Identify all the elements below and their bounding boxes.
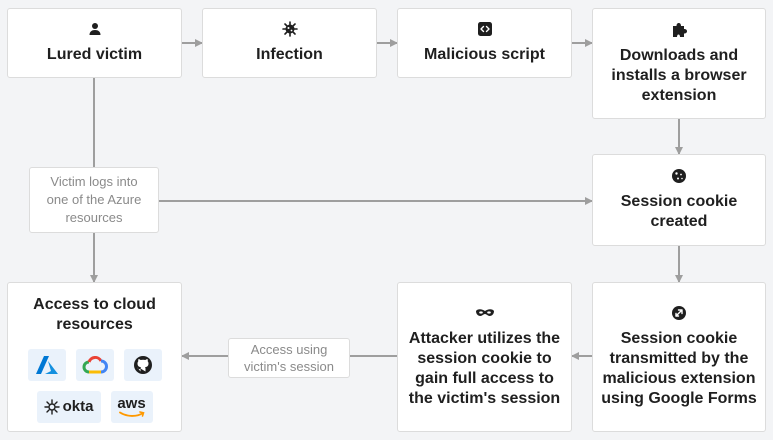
user-icon: [89, 23, 100, 35]
node-lured-victim-label: Lured victim: [46, 46, 143, 63]
azure-logo: [27, 349, 66, 381]
google-cloud-icon: [82, 356, 108, 374]
code-icon: [477, 22, 492, 36]
node-access-cloud: Access to cloud resources: [7, 282, 182, 432]
node-session-cookie-created: Session cookie created: [592, 154, 766, 246]
node-downloads-extension-label: Downloads and installs a browser extensi…: [611, 46, 747, 104]
node-cookie-transmitted-label: Session cookie transmitted by the malici…: [601, 330, 757, 407]
node-attacker-utilizes: Attacker utilizes the session cookie to …: [397, 282, 572, 432]
label-victim-logs: Victim logs into one of the Azure resour…: [29, 167, 159, 233]
okta-icon: [43, 399, 60, 415]
node-access-cloud-label: Access to cloud resources: [33, 296, 156, 333]
cookie-icon: [672, 169, 686, 183]
puzzle-icon: [673, 22, 687, 37]
node-malicious-script-label: Malicious script: [424, 46, 545, 63]
aws-smile-icon: [118, 410, 145, 417]
azure-icon: [35, 356, 58, 374]
okta-logo: okta: [36, 391, 101, 423]
node-attacker-utilizes-label: Attacker utilizes the session cookie to …: [408, 330, 561, 407]
virus-icon: [281, 21, 298, 37]
node-cookie-transmitted: Session cookie transmitted by the malici…: [592, 282, 766, 432]
okta-wordmark: okta: [62, 398, 94, 415]
mask-icon: [475, 309, 494, 316]
node-infection-label: Infection: [256, 46, 323, 63]
aws-wordmark: aws: [117, 394, 146, 412]
github-logo: [123, 349, 162, 381]
cloud-logos: okta aws: [25, 349, 165, 423]
label-victim-logs-text: Victim logs into one of the Azure resour…: [46, 174, 142, 225]
node-infection: Infection: [202, 8, 377, 78]
transfer-icon: [672, 306, 686, 320]
label-access-using-text: Access using victim's session: [244, 342, 334, 374]
label-access-using: Access using victim's session: [228, 338, 350, 378]
node-session-cookie-created-label: Session cookie created: [620, 193, 738, 230]
node-malicious-script: Malicious script: [397, 8, 572, 78]
github-icon: [133, 356, 152, 374]
node-lured-victim: Lured victim: [7, 8, 182, 78]
node-downloads-extension: Downloads and installs a browser extensi…: [592, 8, 766, 119]
google-cloud-logo: [75, 349, 114, 381]
aws-logo: aws: [110, 391, 153, 423]
